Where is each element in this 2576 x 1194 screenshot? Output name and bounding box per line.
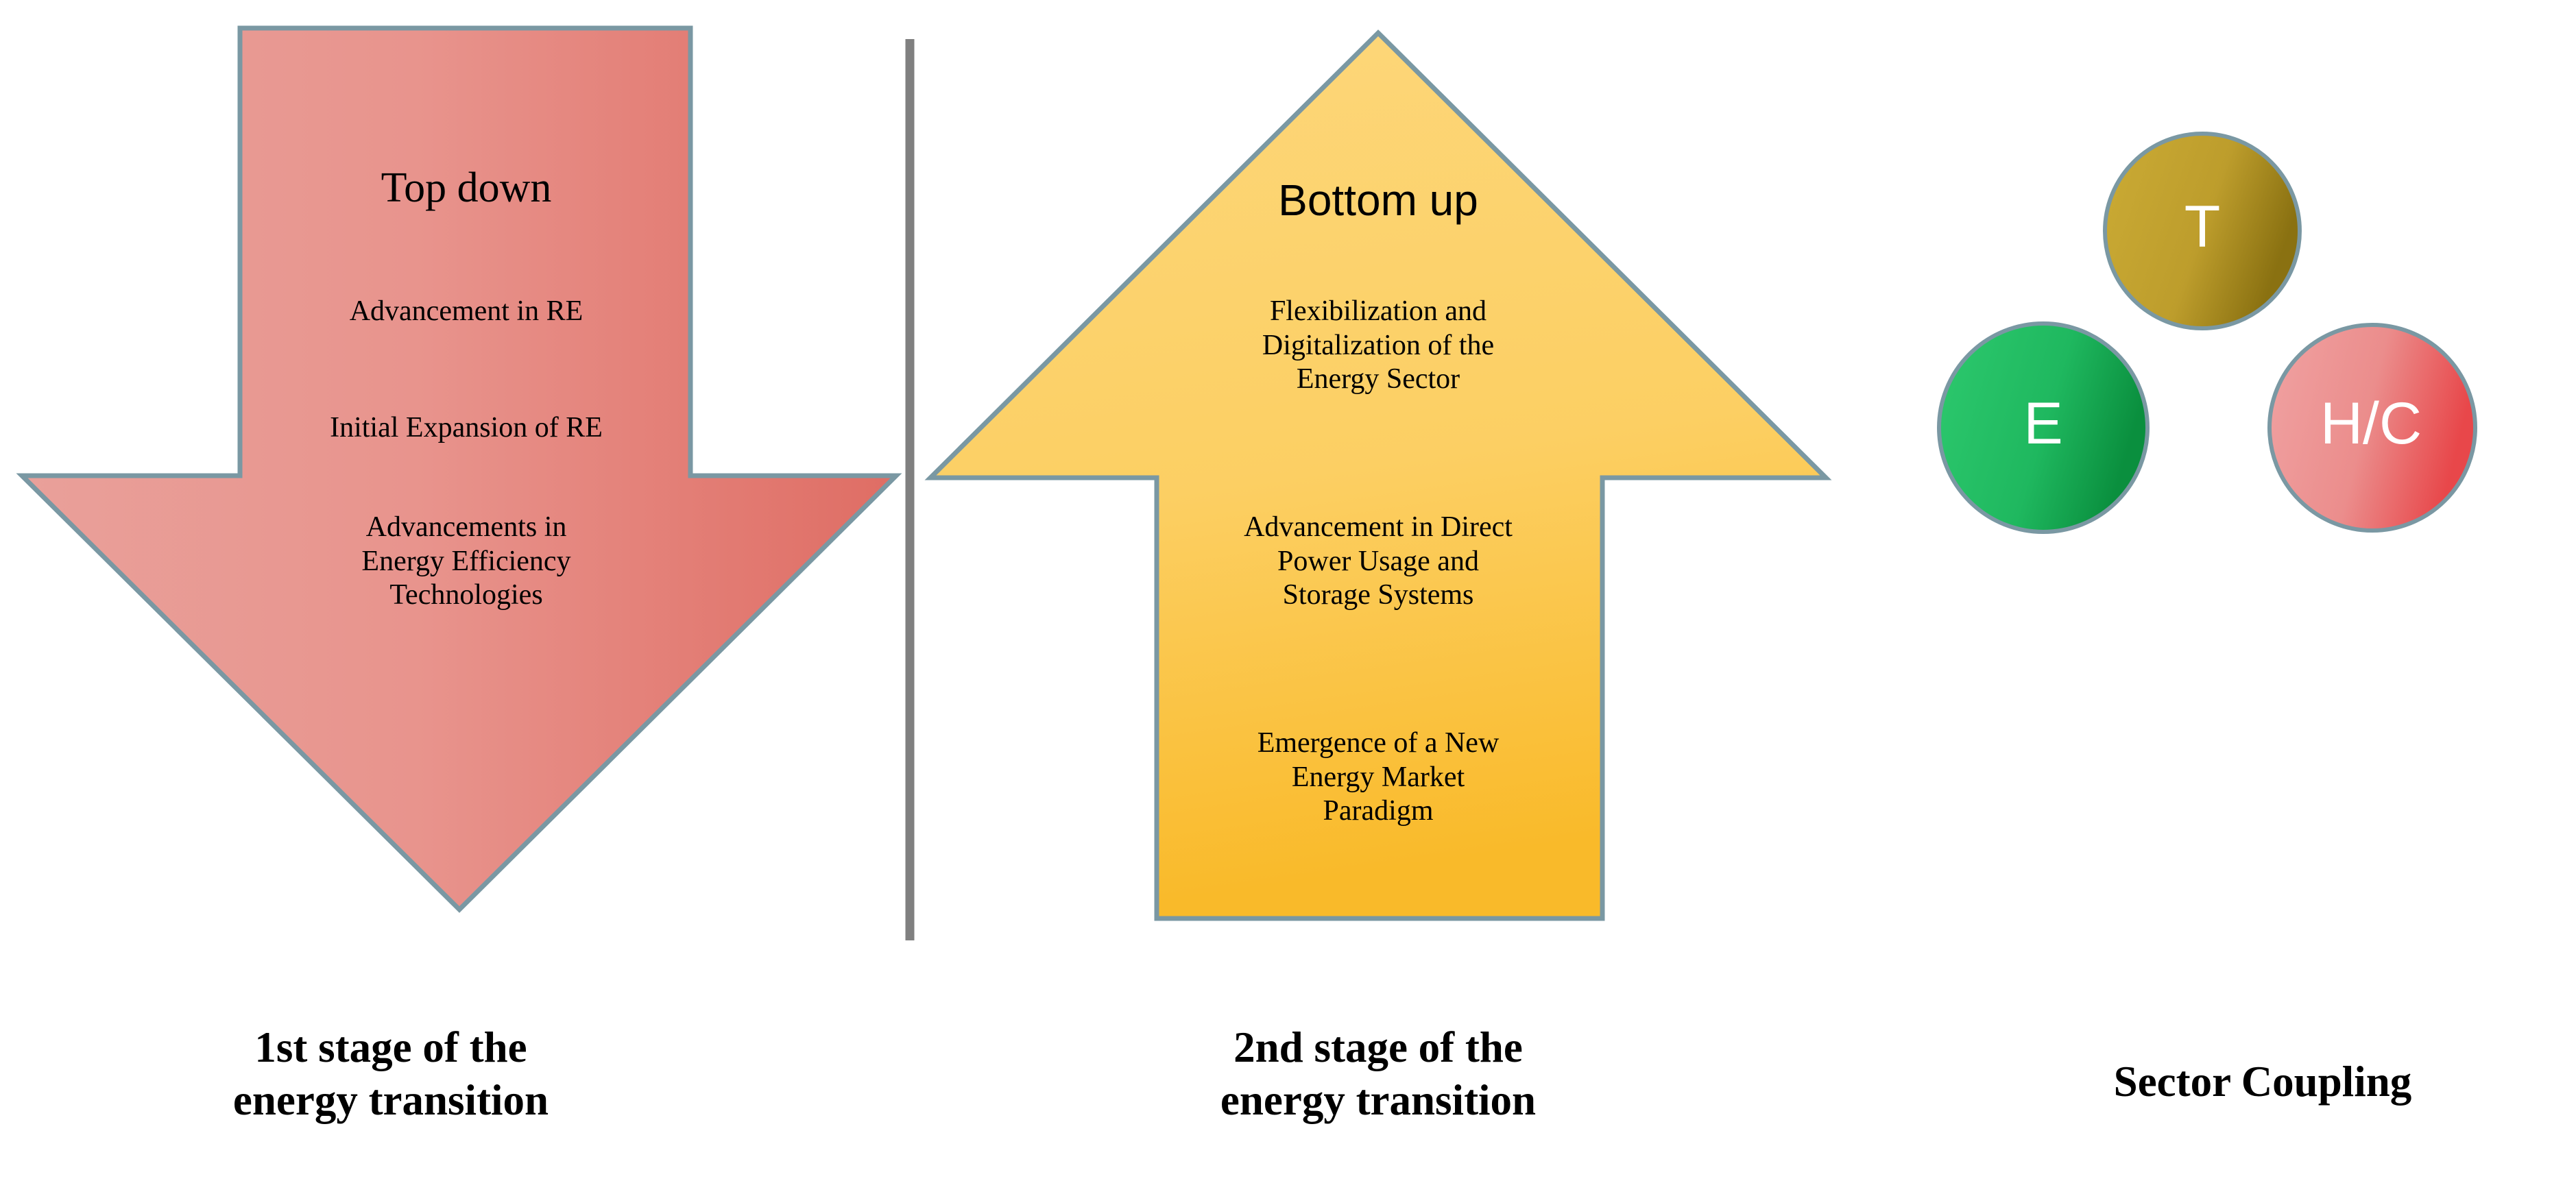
- bottom-up-title: Bottom up: [1278, 175, 1478, 225]
- caption-stage-1: 1st stage of the energy transition: [232, 1023, 549, 1124]
- bottom-up-item-1: Flexibilization and Digitalization of th…: [1262, 295, 1495, 395]
- caption-stage-2: 2nd stage of the energy transition: [1220, 1023, 1537, 1124]
- circle-label-hc: H/C: [2320, 391, 2422, 456]
- circle-label-t: T: [2184, 194, 2221, 260]
- top-down-item-1: Advancement in RE: [349, 295, 583, 327]
- circle-hc: [2267, 323, 2477, 533]
- top-down-item-2: Initial Expansion of RE: [330, 412, 603, 443]
- top-down-title: Top down: [381, 165, 552, 211]
- top-down-item-3: Advancements in Energy Efficiency Techno…: [361, 511, 571, 611]
- circle-label-e: E: [2023, 391, 2063, 456]
- up-arrow-shape: [924, 29, 1832, 921]
- caption-sector-coupling: Sector Coupling: [2113, 1058, 2412, 1106]
- bottom-up-item-2: Advancement in Direct Power Usage and St…: [1244, 511, 1513, 611]
- down-arrow-shape: [16, 25, 902, 913]
- bottom-up-item-3: Emergence of a New Energy Market Paradig…: [1257, 727, 1500, 827]
- circle-t: [2103, 132, 2302, 330]
- circle-e: [1937, 321, 2150, 534]
